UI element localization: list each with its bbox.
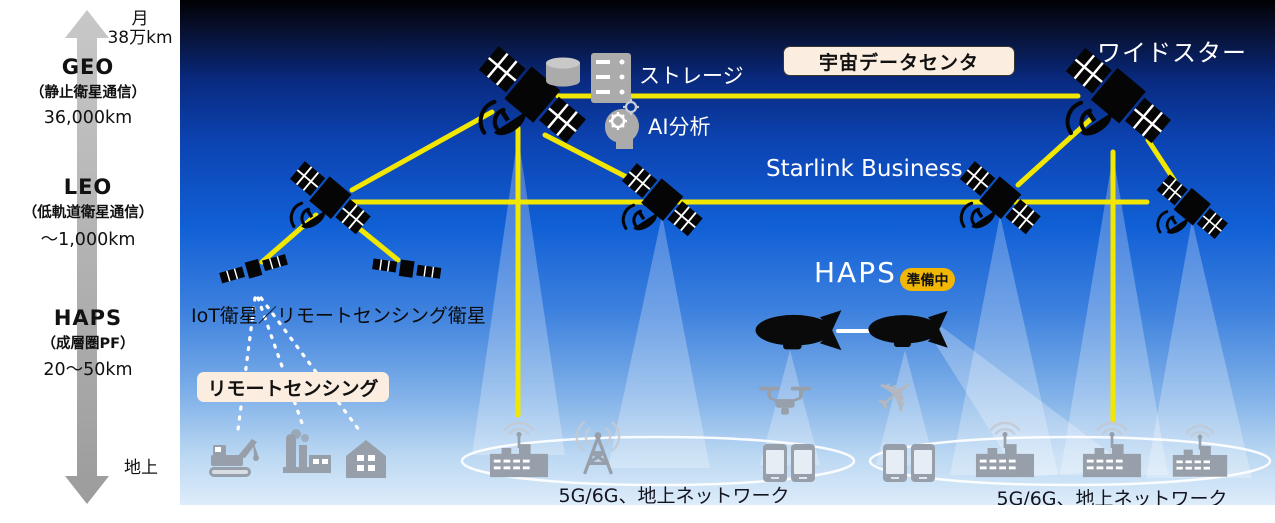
altitude-scale: 月 38万km GEO （静止衛星通信） 36,000km LEO （低軌道衛星…	[0, 0, 180, 523]
storage-cylinder-icon	[546, 57, 580, 87]
building-antenna-icon-center	[488, 419, 550, 479]
building-antenna-icon-right2	[1081, 419, 1143, 479]
airship-icon-left	[754, 308, 846, 354]
leo-distance: ～1,000km	[40, 230, 136, 250]
geo-title: GEO	[61, 55, 115, 79]
server-icon	[591, 53, 631, 103]
leo-satellite-icon-center	[619, 157, 705, 243]
ground-label: 地上	[124, 458, 158, 478]
remote-sensing-badge: リモートセンシング	[197, 372, 389, 402]
smartphone-icon-1	[763, 444, 787, 482]
moon-distance: 38万km	[107, 28, 173, 48]
ai-head-icon	[597, 99, 643, 149]
haps-label: HAPS	[814, 256, 897, 289]
moon-label: 月	[131, 9, 149, 29]
haps-subtitle: （成層圏PF）	[41, 336, 135, 352]
geo-distance: 36,000km	[43, 108, 133, 128]
smartphone-icon-2	[791, 444, 815, 482]
smartphone-icon-4	[911, 444, 935, 482]
space-datacenter-badge: 宇宙データセンタ	[783, 46, 1015, 76]
leo-title: LEO	[63, 175, 113, 199]
building-antenna-icon-right3	[1171, 422, 1229, 479]
smartphone-icon-3	[883, 444, 907, 482]
house-icon	[343, 437, 389, 479]
altitude-arrow-icon	[65, 10, 109, 504]
iot-satellite-icon-1	[218, 248, 290, 290]
haps-distance: 20～50km	[43, 360, 133, 380]
sky-background: ストレージ AI分析 宇宙データセンタ ワイドスター Starlink Busi…	[180, 0, 1275, 505]
preparing-badge: 準備中	[900, 268, 955, 291]
airship-icon-right	[867, 308, 952, 352]
storage-label: ストレージ	[639, 64, 744, 88]
ai-analysis-label: AI分析	[648, 115, 711, 139]
drone-icon	[759, 383, 811, 421]
leo-satellite-icon-left	[287, 155, 373, 241]
excavator-icon	[207, 431, 265, 479]
haps-title: HAPS	[53, 306, 123, 330]
leo-subtitle: （低軌道衛星通信）	[22, 205, 154, 221]
geo-subtitle: （静止衛星通信）	[30, 85, 146, 101]
ground-network-label-left: 5G/6G、地上ネットワーク	[558, 485, 790, 505]
factory-icon	[281, 427, 333, 479]
building-antenna-icon-right1	[974, 419, 1036, 479]
starlink-label: Starlink Business	[766, 156, 963, 182]
ground-network-label-right: 5G/6G、地上ネットワーク	[996, 488, 1228, 505]
small-satellite-icon-far-right	[1154, 169, 1230, 245]
geo-satellite-icon	[475, 38, 589, 152]
widestar-label: ワイドスター	[1097, 39, 1247, 67]
iot-satellite-label: IoT衛星／リモートセンシング衛星	[191, 305, 486, 327]
cell-tower-icon	[574, 417, 622, 479]
leo-satellite-icon-right	[957, 155, 1043, 241]
